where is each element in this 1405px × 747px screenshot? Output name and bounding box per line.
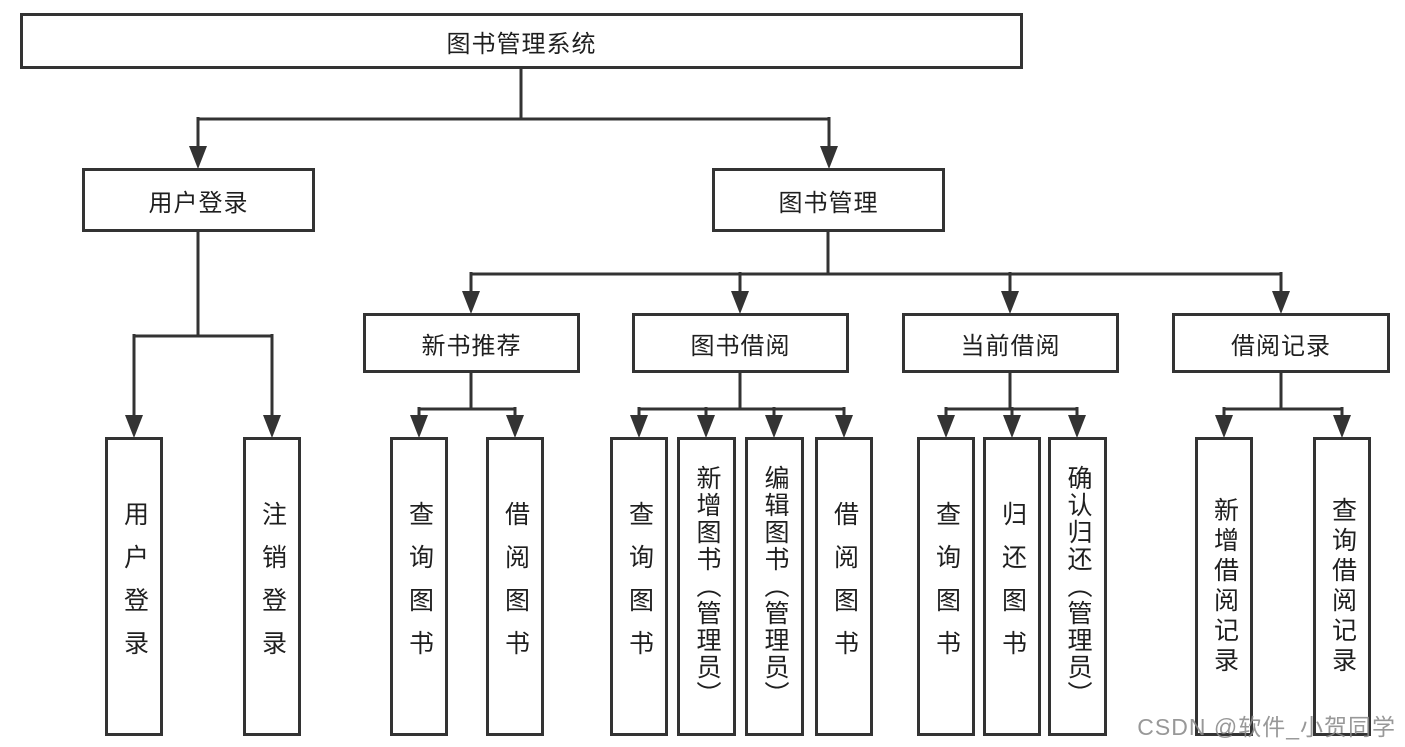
leaf-borrow-add-books-admin: 新增图书（管理员） xyxy=(677,437,736,736)
leaf-user-login: 用户登录 xyxy=(105,437,163,736)
leaf-newbook-borrow-books: 借阅图书 xyxy=(486,437,544,736)
leaf-current-return-books: 归还图书 xyxy=(983,437,1041,736)
leaf-current-confirm-return-admin: 确认归还（管理员） xyxy=(1048,437,1107,736)
leaf-logout: 注销登录 xyxy=(243,437,301,736)
csdn-watermark: CSDN @软件_小贺同学 xyxy=(1137,714,1396,740)
leaf-borrow-edit-books-admin: 编辑图书（管理员） xyxy=(745,437,804,736)
leaf-newbook-query-books: 查询图书 xyxy=(390,437,448,736)
leaf-current-query-books: 查询图书 xyxy=(917,437,975,736)
node-new-book-recommend: 新书推荐 xyxy=(363,313,580,373)
leaf-borrow-query-books: 查询图书 xyxy=(610,437,668,736)
node-root-system: 图书管理系统 xyxy=(20,13,1023,69)
node-book-management-group: 图书管理 xyxy=(712,168,945,232)
leaf-borrow-borrow-books: 借阅图书 xyxy=(815,437,873,736)
node-borrowing-records: 借阅记录 xyxy=(1172,313,1390,373)
leaf-records-query-record: 查询借阅记录 xyxy=(1313,437,1371,736)
leaf-records-add-record: 新增借阅记录 xyxy=(1195,437,1253,736)
node-book-borrowing: 图书借阅 xyxy=(632,313,849,373)
node-current-borrowing: 当前借阅 xyxy=(902,313,1119,373)
node-user-login-group: 用户登录 xyxy=(82,168,315,232)
